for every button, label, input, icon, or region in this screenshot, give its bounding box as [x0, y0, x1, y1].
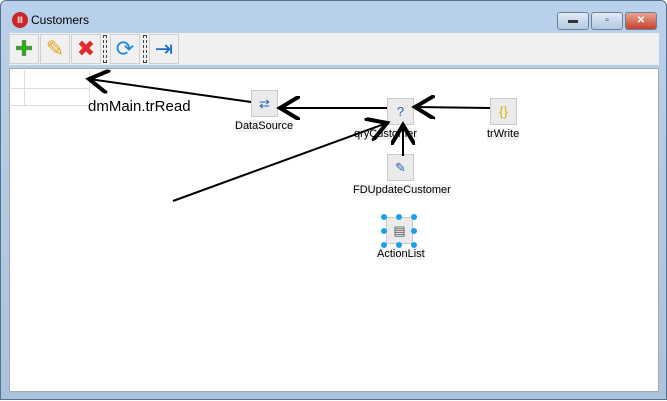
- window-title: Customers: [31, 13, 90, 27]
- selection-handle[interactable]: [411, 242, 417, 248]
- app-icon: Ⅲ: [12, 12, 28, 28]
- transaction-icon[interactable]: {}: [490, 98, 517, 125]
- selection-handle[interactable]: [411, 228, 417, 234]
- arrow-transaction-query: [415, 107, 491, 108]
- design-surface: [9, 68, 659, 392]
- arrow-datasource-grid: [89, 79, 252, 103]
- transaction-label: trWrite: [487, 128, 520, 140]
- toolbar-separator: [143, 35, 147, 63]
- datasource-label: DataSource: [235, 120, 294, 132]
- arrow-trread-query: [172, 123, 387, 202]
- selection-handle[interactable]: [411, 214, 417, 220]
- annotation-text: dmMain.trRead: [88, 98, 191, 115]
- selection-handle[interactable]: [381, 242, 387, 248]
- actionlist-label: ActionList: [377, 248, 425, 260]
- selection-handle[interactable]: [381, 214, 387, 220]
- selection-handle[interactable]: [396, 214, 402, 220]
- selection-handle[interactable]: [396, 242, 402, 248]
- maximize-button[interactable]: ▫: [591, 12, 623, 30]
- exit-button[interactable]: ⇥: [149, 34, 179, 64]
- delete-button[interactable]: ✖: [71, 34, 101, 64]
- toolbar: ✚ ✎ ✖ ⟳ ⇥: [9, 33, 659, 65]
- toolbar-separator: [103, 35, 107, 63]
- update-sql-label: FDUpdateCustomer: [353, 184, 451, 196]
- add-button[interactable]: ✚: [9, 34, 39, 64]
- selection-handle[interactable]: [381, 228, 387, 234]
- edit-button[interactable]: ✎: [40, 34, 70, 64]
- refresh-button[interactable]: ⟳: [110, 34, 140, 64]
- close-button[interactable]: ✕: [625, 12, 657, 30]
- minimize-button[interactable]: ▬: [557, 12, 589, 30]
- update-sql-icon[interactable]: ✎: [387, 154, 414, 181]
